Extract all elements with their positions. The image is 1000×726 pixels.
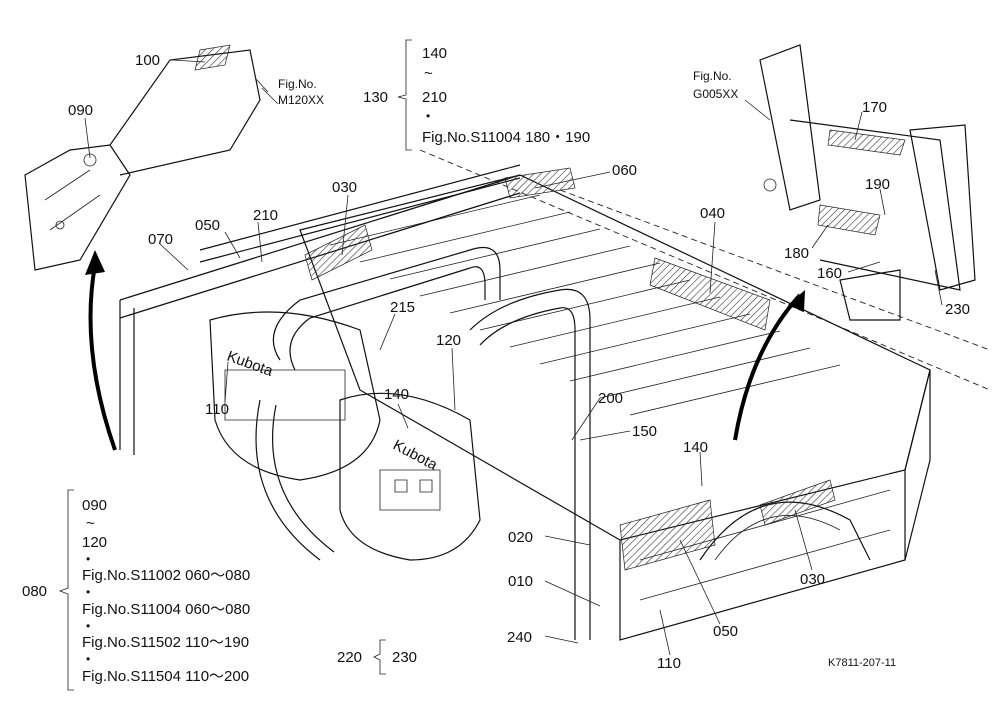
callout-190: 190: [865, 176, 890, 193]
callout-100: 100: [135, 52, 160, 69]
callout-120: 120: [436, 332, 461, 349]
callout-210: 210: [253, 207, 278, 224]
left-dot-1: •: [86, 552, 90, 566]
callout-200: 200: [598, 390, 623, 407]
callout-230-b: 230: [392, 649, 417, 666]
top-range-tilde: ~: [424, 65, 433, 82]
group-220: 220 230: [337, 639, 417, 675]
left-ref-1: Fig.No.S11002 060〜080: [82, 567, 250, 584]
left-dot-2: •: [86, 585, 90, 599]
seat-back-outline: [209, 311, 481, 561]
callout-010: 010: [508, 573, 533, 590]
decal-panels: [304, 167, 836, 571]
callout-215: 215: [390, 299, 415, 316]
fig-ref-m120-label: Fig.No.: [278, 77, 317, 91]
brand-text-rear: Kubota: [225, 348, 276, 380]
guide-arrows: [85, 250, 805, 451]
left-dot-3: •: [86, 619, 90, 633]
top-range-start: 140: [422, 45, 447, 62]
fig-ref-g005: Fig.No. G005XX: [693, 69, 771, 121]
frame-assembly-outline: [759, 44, 976, 321]
callout-150: 150: [632, 423, 657, 440]
fig-ref-g005-code: G005XX: [693, 87, 738, 101]
callout-040: 040: [700, 205, 725, 222]
left-range-tilde: ~: [86, 515, 95, 532]
callout-170: 170: [862, 99, 887, 116]
front-panel-outline: [24, 44, 261, 271]
callout-220: 220: [337, 649, 362, 666]
callout-030-b: 030: [800, 571, 825, 588]
callout-090: 090: [68, 102, 93, 119]
callout-160: 160: [817, 265, 842, 282]
left-range-start: 090: [82, 497, 107, 514]
group-130: 130 140 ~ 210 • Fig.No.S11004 180・190: [363, 39, 590, 151]
callout-180: 180: [784, 245, 809, 262]
top-fig-ref: Fig.No.S11004 180・190: [422, 129, 590, 146]
callout-020: 020: [508, 529, 533, 546]
left-ref-4: Fig.No.S11504 110〜200: [82, 668, 249, 685]
callout-050-b: 050: [713, 623, 738, 640]
callout-110: 110: [205, 401, 229, 418]
brand-text-front: Kubota: [390, 437, 441, 475]
drawing-number: K7811-207-11: [828, 657, 896, 669]
callout-080: 080: [22, 583, 47, 600]
callout-140: 140: [384, 386, 409, 403]
callout-130: 130: [363, 89, 388, 106]
callout-030: 030: [332, 179, 357, 196]
callout-050: 050: [195, 217, 220, 234]
top-range-end: 210: [422, 89, 447, 106]
callout-060: 060: [612, 162, 637, 179]
top-dot: •: [426, 109, 430, 123]
group-080: 080 090 ~ 120 • Fig.No.S11002 060〜080 • …: [22, 489, 250, 691]
callout-110-b: 110: [657, 655, 681, 672]
leader-lines: [84, 59, 943, 656]
part-callouts: 100 090 050 210 070 030 060 040 170 190 …: [68, 52, 970, 672]
left-dot-4: •: [86, 652, 90, 666]
fig-ref-m120: Fig.No. M120XX: [261, 77, 324, 107]
callout-240: 240: [507, 629, 532, 646]
left-ref-2: Fig.No.S11004 060〜080: [82, 601, 250, 618]
callout-230: 230: [945, 301, 970, 318]
left-range-end: 120: [82, 534, 107, 551]
callout-070: 070: [148, 231, 173, 248]
callout-140-b: 140: [683, 439, 708, 456]
fig-ref-g005-label: Fig.No.: [693, 69, 732, 83]
left-ref-3: Fig.No.S11502 110〜190: [82, 634, 249, 651]
fig-ref-m120-code: M120XX: [278, 93, 324, 107]
